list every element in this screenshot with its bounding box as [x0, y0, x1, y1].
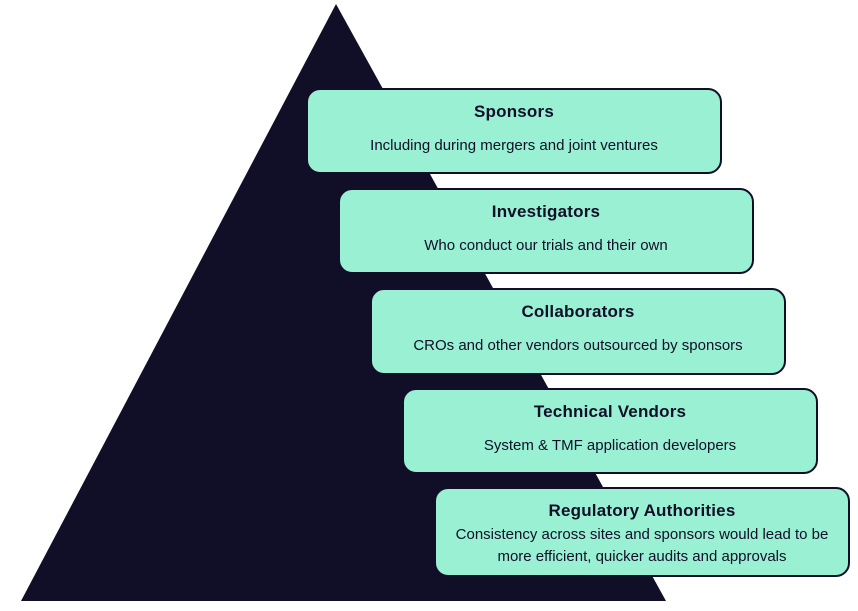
level-title: Collaborators [521, 302, 635, 321]
level-card-collaborators: Collaborators CROs and other vendors out… [370, 288, 786, 375]
level-subtitle: CROs and other vendors outsourced by spo… [413, 337, 743, 354]
level-title: Technical Vendors [533, 402, 687, 421]
level-title: Sponsors [473, 102, 554, 121]
level-title: Investigators [491, 202, 601, 221]
level-subtitle: Including during mergers and joint ventu… [370, 137, 658, 154]
level-subtitle: Who conduct our trials and their own [424, 237, 668, 254]
level-subtitle: System & TMF application developers [483, 437, 737, 454]
level-card-regulatory-authorities: Regulatory Authorities Consistency acros… [434, 487, 850, 577]
level-card-investigators: Investigators Who conduct our trials and… [338, 188, 754, 274]
level-subtitle: Consistency across sites and sponsors wo… [455, 526, 829, 565]
level-card-technical-vendors: Technical Vendors System & TMF applicati… [402, 388, 818, 474]
level-title: Regulatory Authorities [548, 501, 736, 520]
level-card-sponsors: Sponsors Including during mergers and jo… [306, 88, 722, 174]
